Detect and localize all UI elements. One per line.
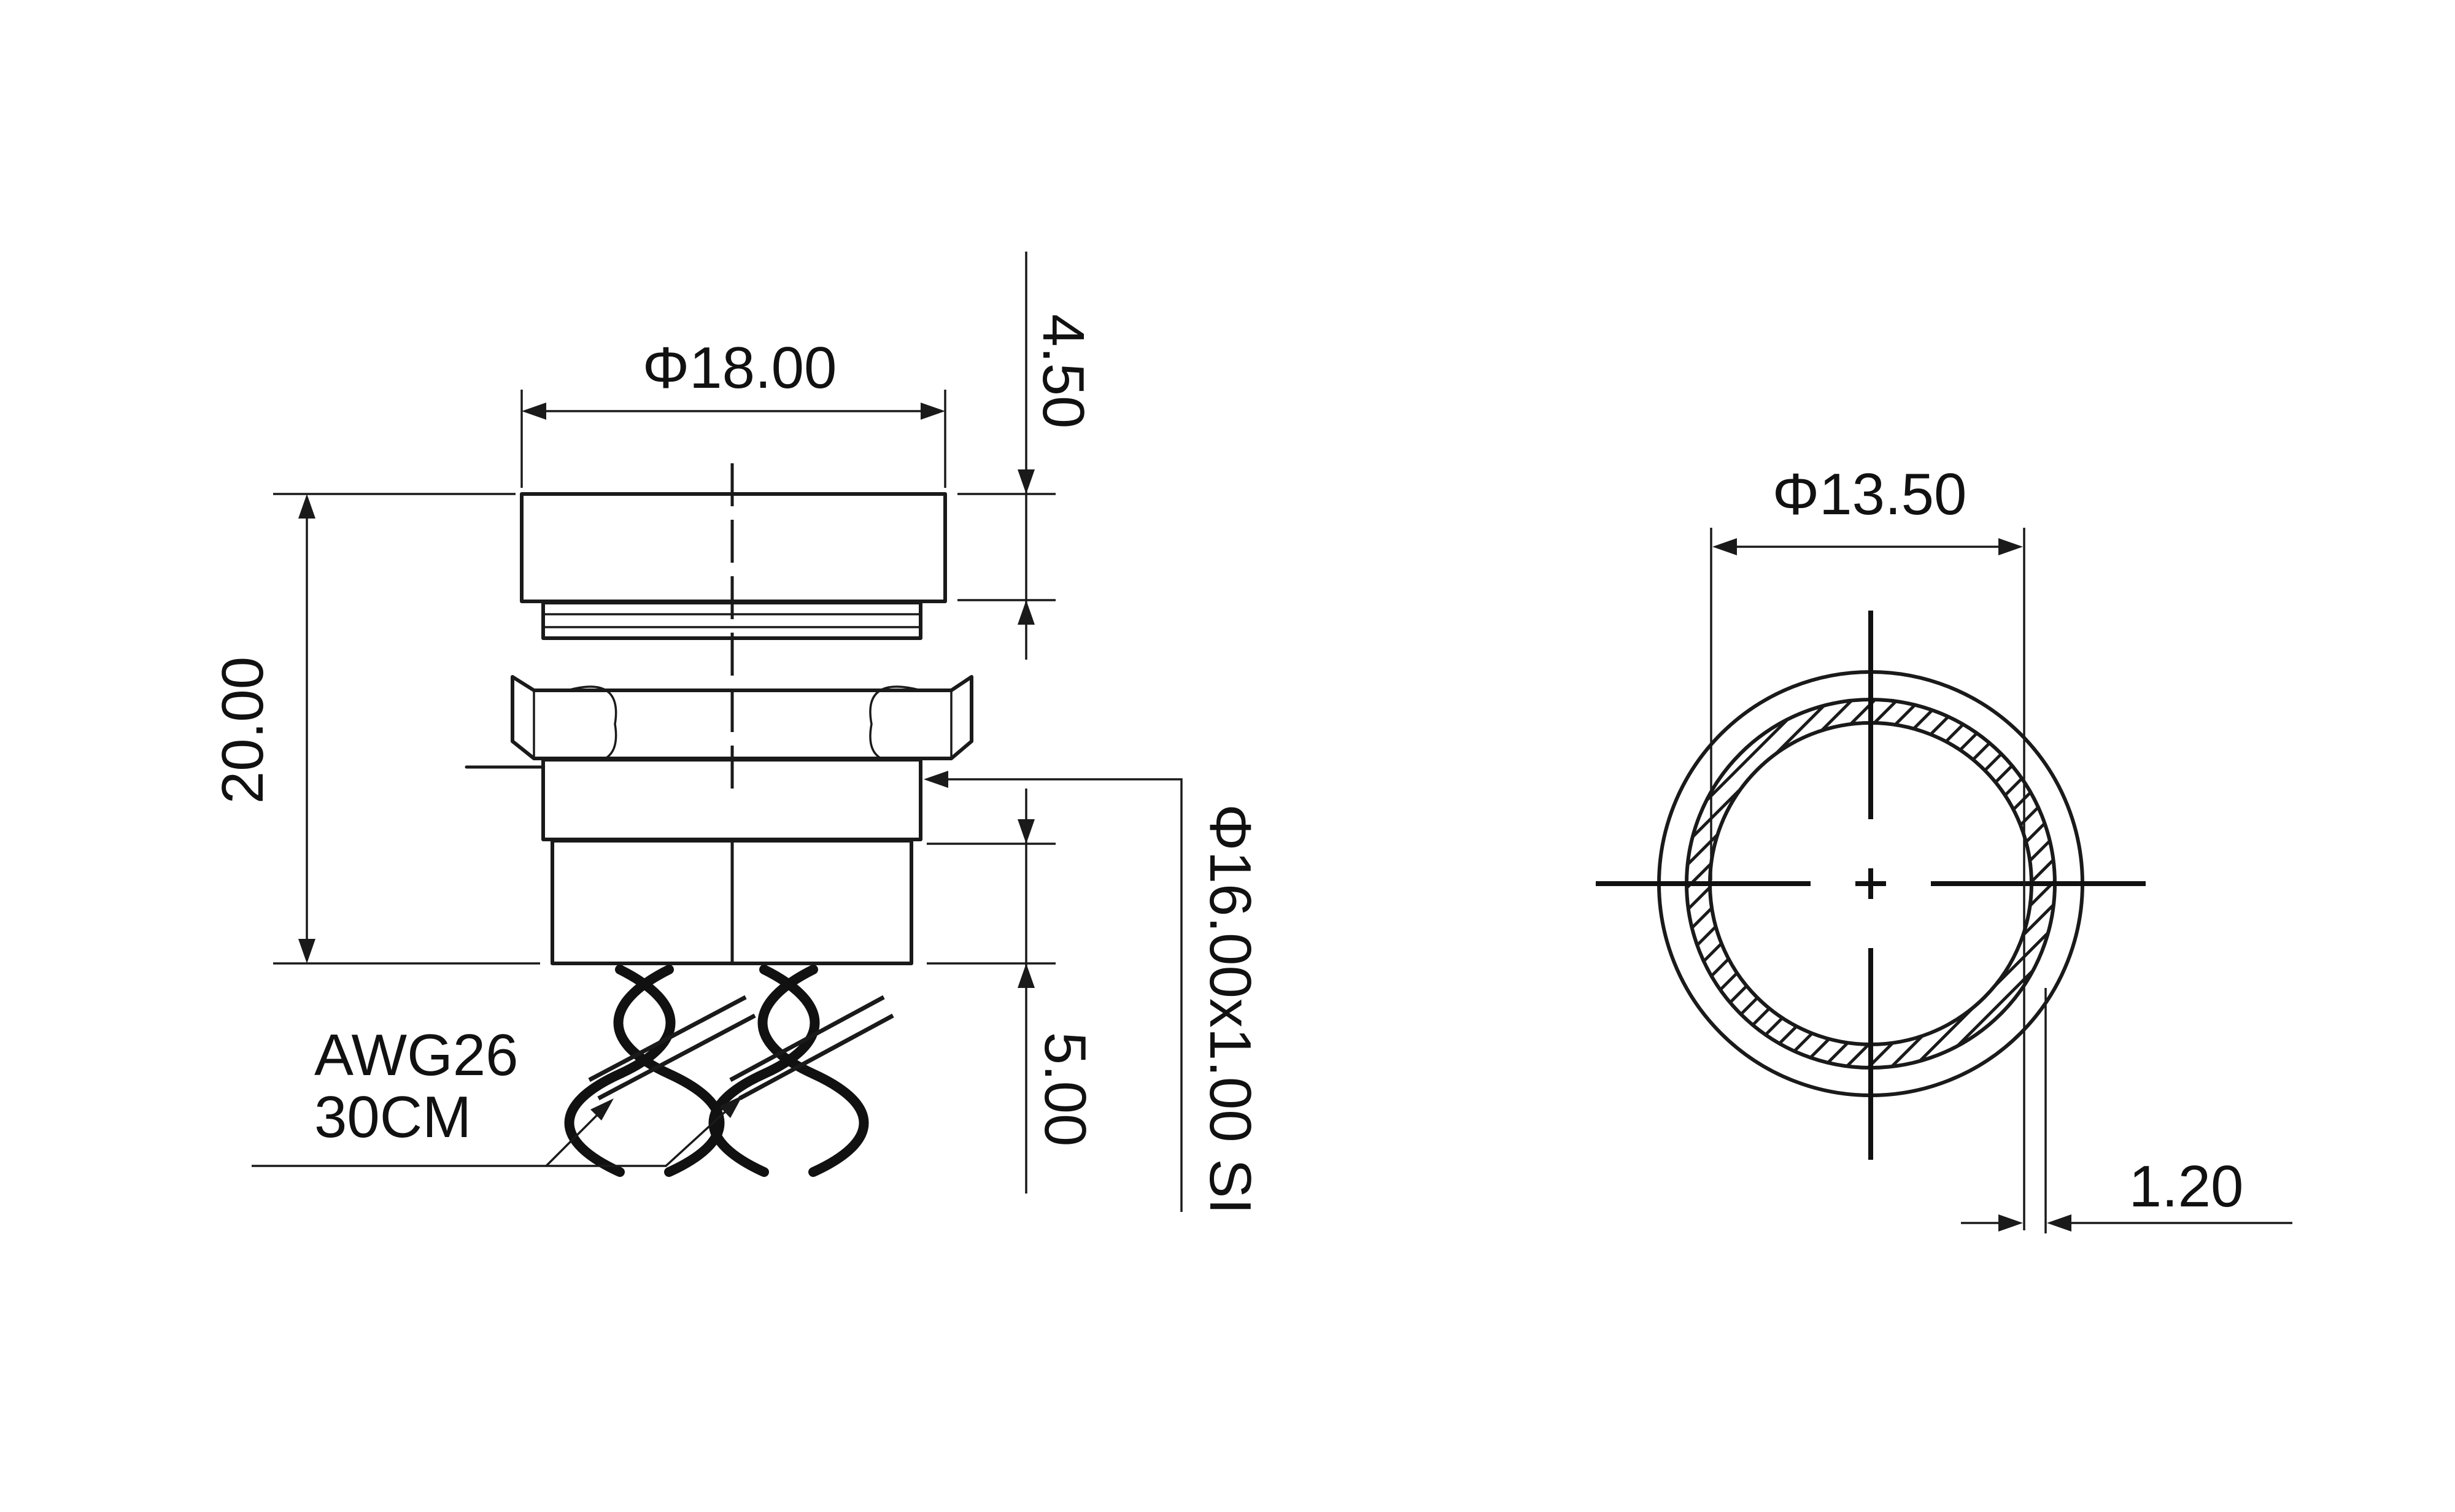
wire-spec-line1: AWG26: [314, 1022, 519, 1088]
wire-spec: AWG26 30CM: [252, 1022, 743, 1167]
dim-thread: Φ16.00x1.00 SI: [924, 771, 1263, 1214]
dim-head-height: 4.50: [957, 252, 1096, 660]
dim-total-height: 20.00: [210, 493, 540, 965]
dim-head-diameter-label: Φ18.00: [643, 335, 837, 401]
dim-terminal-length-label: 5.00: [1032, 1032, 1098, 1147]
side-view: Φ18.00 4.50 20.00 5.00: [210, 252, 1263, 1214]
dim-total-height-label: 20.00: [210, 657, 276, 804]
center-cross: [1596, 611, 2146, 1160]
front-view: Φ13.50 1.20: [1596, 461, 2292, 1233]
wire-spec-line2: 30CM: [314, 1084, 471, 1150]
dim-inner-diameter: Φ13.50: [1710, 461, 2025, 1230]
twisted-wires: [564, 965, 894, 1177]
dim-inner-diameter-label: Φ13.50: [1773, 461, 1967, 527]
dim-ring-width-label: 1.20: [2129, 1154, 2244, 1219]
button-body: [465, 463, 973, 965]
dim-head-diameter: Φ18.00: [520, 335, 946, 488]
dim-thread-label: Φ16.00x1.00 SI: [1197, 804, 1263, 1214]
dim-ring-width: 1.20: [1961, 988, 2292, 1233]
dim-terminal-length: 5.00: [927, 789, 1098, 1194]
dim-head-height-label: 4.50: [1030, 314, 1096, 429]
